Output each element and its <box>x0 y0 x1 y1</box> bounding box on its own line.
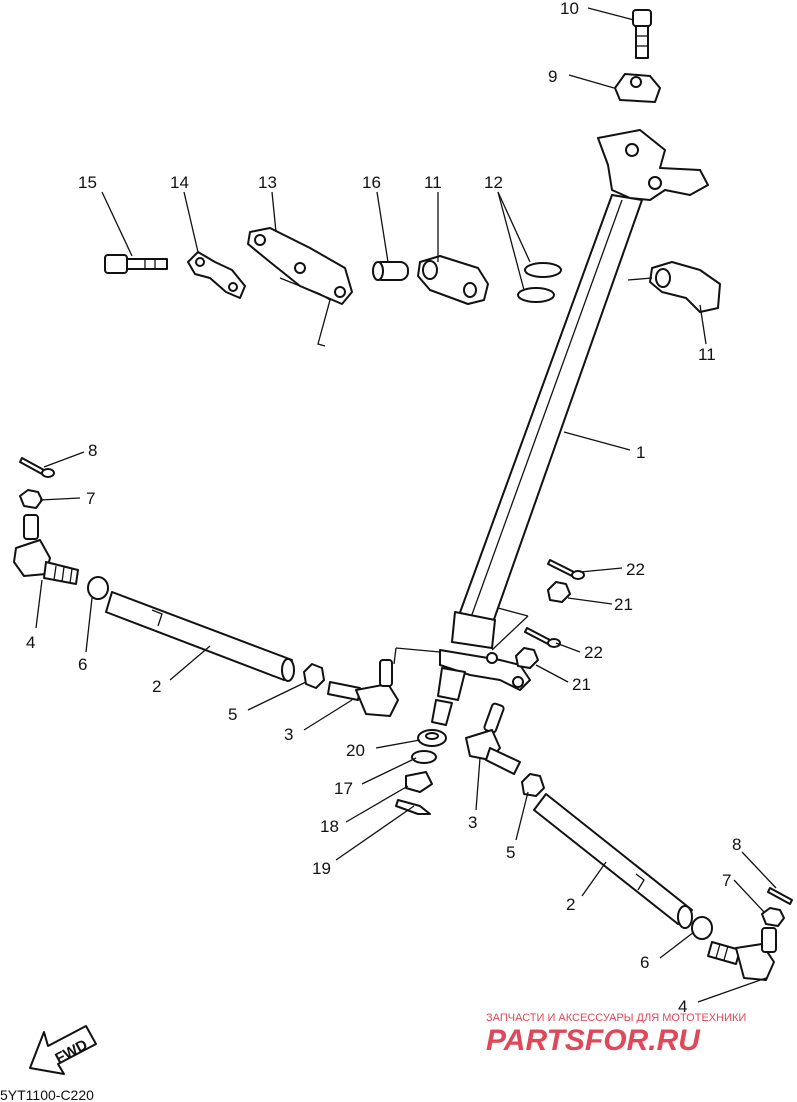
callout-labels: 10 9 15 14 13 16 11 12 11 1 8 7 22 21 4 … <box>26 0 741 1016</box>
callout-4-left: 4 <box>26 633 35 652</box>
callout-22-lower: 22 <box>584 643 603 662</box>
part-8-cotter-pin-left <box>19 457 55 478</box>
part-4-tie-rod-end-right <box>707 927 777 981</box>
callout-5-left: 5 <box>228 705 237 724</box>
callout-18: 18 <box>320 817 339 836</box>
steering-shaft <box>431 129 709 726</box>
part-21-nut-lower <box>515 647 539 669</box>
callout-4-right: 4 <box>678 997 687 1016</box>
part-5-nut-left <box>303 663 325 689</box>
callout-2-left: 2 <box>152 677 161 696</box>
callout-20: 20 <box>346 741 365 760</box>
callout-9: 9 <box>548 67 557 86</box>
part-5-nut-right <box>521 773 545 797</box>
callout-13: 13 <box>258 173 277 192</box>
callout-8-right: 8 <box>732 835 741 854</box>
part-3-tie-rod-end-left <box>327 659 399 717</box>
callout-3-left: 3 <box>284 725 293 744</box>
callout-12: 12 <box>484 173 503 192</box>
diagram-code: 5YT1100-C220 <box>0 1087 94 1102</box>
part-18-nut <box>405 771 433 793</box>
part-2-tube-right <box>533 793 693 929</box>
leader-lines <box>35 7 777 1003</box>
part-11-clamp-top <box>417 255 489 305</box>
callout-2-right: 2 <box>566 895 575 914</box>
callout-17: 17 <box>334 779 353 798</box>
part-7-nut-right <box>761 907 785 927</box>
callout-1: 1 <box>636 443 645 462</box>
part-15-plate <box>187 251 246 299</box>
part-13-bracket <box>247 227 353 347</box>
callout-7-right: 7 <box>722 871 731 890</box>
callout-11-top: 11 <box>424 173 442 192</box>
part-9-clamp <box>614 73 661 103</box>
part-12-washers <box>517 262 562 303</box>
callout-21-lower: 21 <box>572 675 591 694</box>
callout-5-right: 5 <box>506 843 515 862</box>
callout-14: 15 <box>78 173 97 192</box>
part-7-nut-left <box>19 489 43 509</box>
callout-6-left: 6 <box>78 655 87 674</box>
part-21-nut-upper <box>547 581 571 603</box>
part-3-tie-rod-end-right <box>465 702 521 775</box>
part-14-bolt <box>104 254 168 274</box>
part-20-washer <box>417 729 447 747</box>
part-10-bolt <box>632 9 652 59</box>
part-4-tie-rod-end-left <box>13 514 79 585</box>
part-22-cotter-pin-lower <box>524 627 561 648</box>
callout-8-left: 8 <box>88 441 97 460</box>
callout-21-upper: 21 <box>614 595 633 614</box>
watermark-brand: PARTSFOR.RU <box>486 1024 701 1057</box>
callout-16: 16 <box>362 173 381 192</box>
callout-3-right: 3 <box>468 813 477 832</box>
watermark: ЗАПЧАСТИ И АКСЕССУАРЫ ДЛЯ МОТОТЕХНИКИ PA… <box>486 1012 746 1057</box>
fwd-arrow: FWD <box>29 1025 97 1075</box>
part-8-cotter-pin-right <box>767 887 793 905</box>
part-22-cotter-pin-upper <box>547 559 585 580</box>
part-6-nut-right <box>691 916 713 940</box>
callout-7-left: 7 <box>86 489 95 508</box>
watermark-top: ЗАПЧАСТИ И АКСЕССУАРЫ ДЛЯ МОТОТЕХНИКИ <box>486 1012 746 1024</box>
part-17-washer <box>411 750 437 764</box>
callout-15: 14 <box>170 173 189 192</box>
callout-19: 19 <box>312 859 331 878</box>
part-16-collar <box>372 261 409 281</box>
callout-22-upper: 22 <box>626 560 645 579</box>
part-6-nut-left <box>87 576 109 600</box>
part-11-clamp-right <box>649 261 721 313</box>
part-2-tube-left <box>105 591 295 682</box>
callout-10: 10 <box>560 0 579 18</box>
callout-6-right: 6 <box>640 953 649 972</box>
callout-11-right: 11 <box>698 345 716 364</box>
